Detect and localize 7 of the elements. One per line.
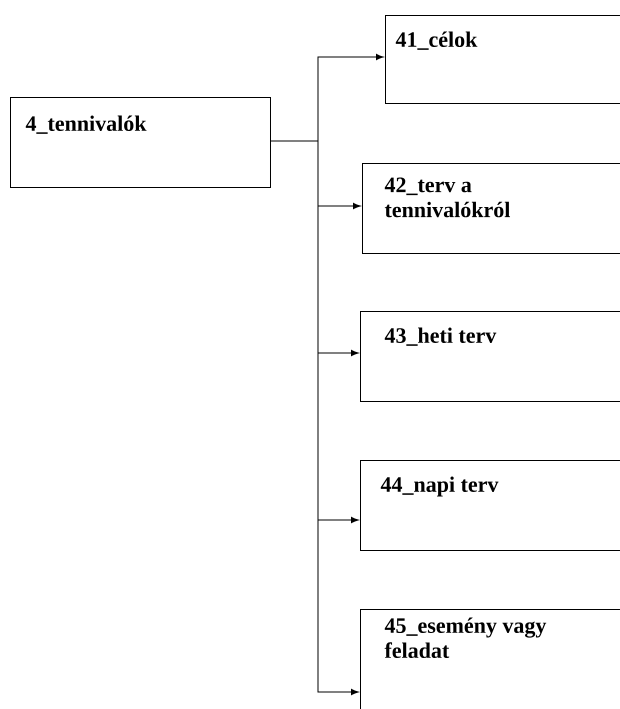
text-box: 44_napi terv xyxy=(360,460,620,551)
text-box: 42_terv a tennivalókról xyxy=(362,163,620,254)
text-box: 4_tennivalók xyxy=(10,97,271,188)
text-box: 43_heti terv xyxy=(360,311,620,402)
text-box: 45_esemény vagy feladat xyxy=(360,609,620,709)
arrow xyxy=(270,140,358,696)
text-box: 41_célok xyxy=(385,15,620,104)
